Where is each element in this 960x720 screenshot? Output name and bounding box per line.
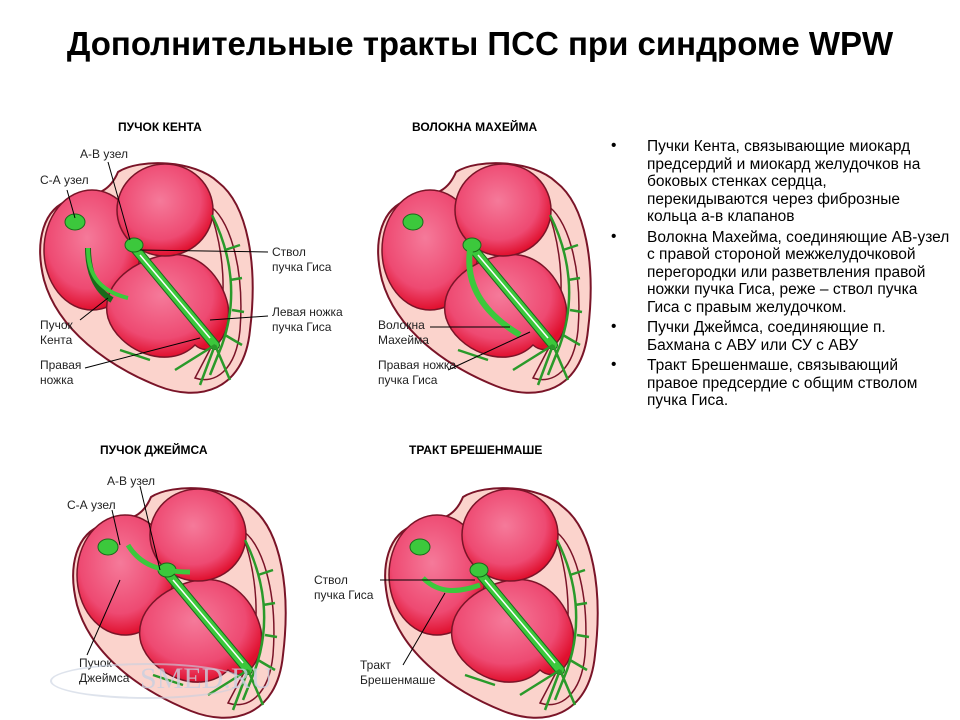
- watermark: SMED.RU: [140, 662, 273, 695]
- label-his-trunk: Ствол пучка Гиса: [272, 245, 332, 274]
- label-right-bundle-his: Правая ножка пучка Гиса: [378, 358, 457, 387]
- label-av-node: А-В узел: [80, 147, 128, 161]
- label-kent-bundle: Пучок Кента: [40, 318, 73, 347]
- label-sa-node: С-А узел: [40, 173, 89, 187]
- label-mahaim-fibers: Волокна Махейма: [378, 318, 429, 347]
- label-brechenmacher-tract: Тракт Брешенмаше: [360, 658, 436, 687]
- brechenmacher-tract: [421, 576, 481, 594]
- label-his-trunk-brechenmacher: Ствол пучка Гиса: [314, 573, 374, 602]
- bullet-item: Пучки Кента, связывающие миокард предсер…: [605, 137, 950, 226]
- leader-lines: [66, 161, 531, 666]
- label-sa-node-james: С-А узел: [67, 498, 116, 512]
- label-right-bundle: Правая ножка: [40, 358, 82, 387]
- label-av-node-james: А-В узел: [107, 474, 155, 488]
- panel-title-mahaim: ВОЛОКНА МАХЕЙМА: [412, 120, 538, 134]
- label-left-bundle: Левая ножка пучка Гиса: [272, 305, 343, 334]
- bullet-item: Пучки Джеймса, соединяющие п. Бахмана с …: [605, 318, 950, 354]
- panel-title-kent: ПУЧОК КЕНТА: [118, 120, 202, 134]
- slide-title: Дополнительные тракты ПСС при синдроме W…: [66, 25, 894, 62]
- bullet-list: Пучки Кента, связывающие миокард предсер…: [605, 137, 950, 413]
- bullet-item: Волокна Махейма, соединяющие АВ-узел с п…: [605, 228, 950, 317]
- bullet-item: Тракт Брешенмаше, связывающий правое пре…: [605, 356, 950, 410]
- watermark-logo: [50, 663, 244, 699]
- james-bundle: [125, 543, 191, 575]
- panel-title-james: ПУЧОК ДЖЕЙМСА: [100, 443, 208, 457]
- panel-title-brechenmacher: ТРАКТ БРЕШЕНМАШЕ: [409, 443, 543, 457]
